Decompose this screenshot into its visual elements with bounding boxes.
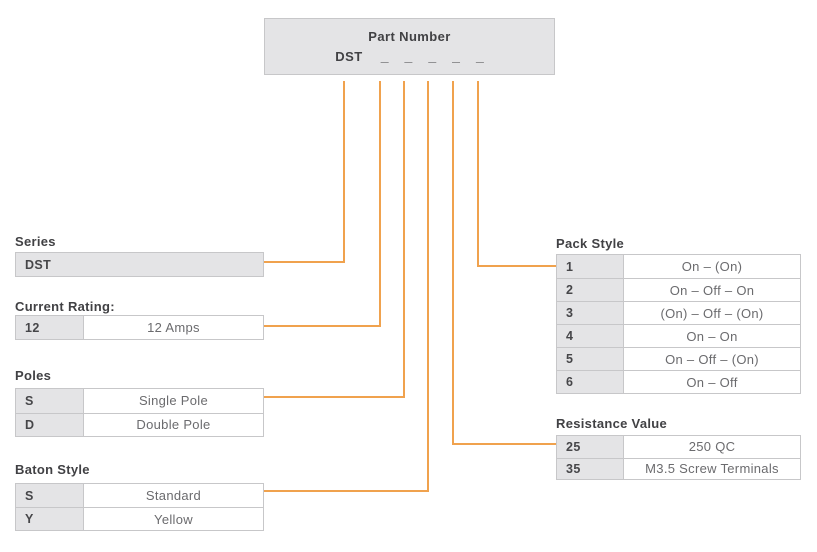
series-label: Series (15, 234, 56, 249)
resistance-value-label: Resistance Value (556, 416, 668, 431)
code-cell: 25 (557, 436, 624, 458)
value-cell: On – On (686, 328, 738, 344)
connector-pack-style (477, 81, 556, 267)
table-row: 5 On – Off – (On) (557, 347, 800, 370)
connector-resistance-value (452, 81, 556, 445)
code-cell: 5 (557, 348, 624, 370)
table-row: DST (16, 253, 263, 276)
poles-label: Poles (15, 368, 52, 383)
code-cell: 4 (557, 325, 624, 347)
code-cell: S (16, 389, 84, 413)
table-row: 2 On – Off – On (557, 278, 800, 301)
code-cell: 6 (557, 371, 624, 393)
connector-baton-style (264, 81, 429, 492)
value-cell: On – Off – (On) (665, 351, 759, 367)
value-cell: Yellow (154, 511, 193, 527)
code-cell: Y (16, 508, 84, 530)
poles-table: S Single Pole D Double Pole (15, 388, 264, 437)
part-number-box: Part Number DST _ _ _ _ _ (264, 18, 555, 75)
part-number-blank-5: _ (475, 48, 484, 64)
value-cell: Single Pole (138, 393, 209, 409)
value-cell: Double Pole (136, 417, 211, 433)
table-row: S Single Pole (16, 389, 263, 413)
series-code-cell: DST (16, 253, 263, 276)
table-row: 4 On – On (557, 324, 800, 347)
baton-style-table: S Standard Y Yellow (15, 483, 264, 531)
value-cell: M3.5 Screw Terminals (645, 461, 779, 477)
pack-style-table: 1 On – (On) 2 On – Off – On 3 (On) – Off… (556, 254, 801, 394)
table-row: 6 On – Off (557, 370, 800, 393)
part-number-prefix: DST (335, 49, 363, 64)
table-row: 3 (On) – Off – (On) (557, 301, 800, 324)
current-rating-label: Current Rating: (15, 299, 115, 314)
part-number-blank-3: _ (428, 48, 437, 64)
code-cell: 1 (557, 255, 624, 278)
code-cell: S (16, 484, 84, 507)
table-row: D Double Pole (16, 412, 263, 436)
code-cell: 3 (557, 302, 624, 324)
resistance-value-table: 25 250 QC 35 M3.5 Screw Terminals (556, 435, 801, 480)
value-cell: On – Off – On (669, 282, 755, 298)
value-cell: On – (On) (681, 259, 743, 274)
part-number-blank-4: _ (452, 48, 460, 64)
table-row: Y Yellow (16, 507, 263, 530)
baton-style-label: Baton Style (15, 462, 90, 477)
current-rating-table: 12 12 Amps (15, 315, 264, 340)
code-cell: 12 (16, 316, 84, 339)
part-number-blank-2: _ (404, 48, 413, 64)
value-cell: Standard (145, 488, 202, 503)
series-table: DST (15, 252, 264, 277)
value-cell: 12 Amps (147, 320, 200, 335)
table-row: 35 M3.5 Screw Terminals (557, 457, 800, 479)
value-cell: 250 QC (688, 439, 736, 455)
code-cell: 2 (557, 279, 624, 301)
part-number-title: Part Number (368, 29, 451, 44)
pack-style-label: Pack Style (556, 236, 625, 251)
code-cell: 35 (557, 458, 624, 479)
connector-series (264, 81, 345, 263)
table-row: 1 On – (On) (557, 255, 800, 278)
value-cell: On – Off (686, 374, 738, 390)
connector-current-rating (264, 81, 381, 327)
code-cell: D (16, 413, 84, 436)
part-number-blank-1: _ (380, 48, 389, 64)
connector-poles (264, 81, 405, 398)
part-number-template: DST _ _ _ _ _ (265, 48, 554, 64)
table-row: S Standard (16, 484, 263, 507)
table-row: 25 250 QC (557, 436, 800, 458)
table-row: 12 12 Amps (16, 316, 263, 339)
value-cell: (On) – Off – (On) (660, 305, 764, 321)
